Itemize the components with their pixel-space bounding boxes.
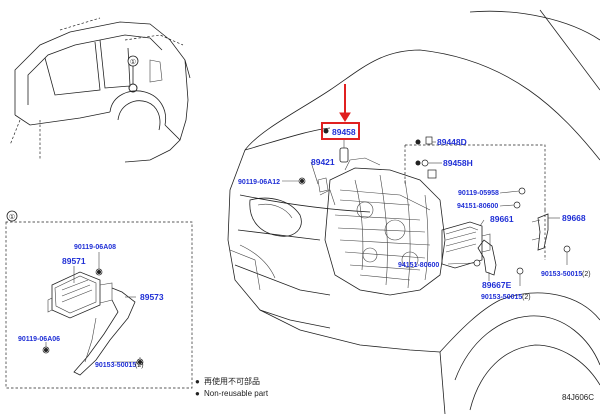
inset-label-90119-06A08[interactable]: 90119-06A08 (74, 244, 116, 251)
non-reusable-dot-89448D (415, 139, 421, 145)
label-89448D[interactable]: 89448D (437, 137, 467, 147)
car-front-body (227, 9, 600, 414)
label-94151-80600-top[interactable]: 94151-80600 (457, 203, 498, 210)
label-89667E[interactable]: 89667E (482, 280, 512, 290)
label-89421[interactable]: 89421 (311, 157, 335, 167)
figure-code: 84J606C (562, 393, 594, 402)
sensor-89458 (339, 147, 349, 163)
label-90153-50015-right[interactable]: 90153-50015 (541, 271, 582, 278)
highlight-box (321, 122, 360, 140)
legend: ● 再使用不可部品 ● Non-reusable part (195, 376, 269, 398)
label-89661[interactable]: 89661 (490, 214, 514, 224)
label-90119-05958[interactable]: 90119-05958 (458, 190, 499, 197)
legend-english: Non-reusable part (204, 389, 269, 398)
bracket-89667E (477, 239, 497, 276)
inset-marker: ① (9, 213, 15, 221)
qty-90153-50015-right: (2) (582, 271, 591, 278)
legend-japanese: 再使用不可部品 (204, 376, 260, 386)
bracket-89668 (537, 213, 549, 251)
ecu-89661 (441, 221, 491, 269)
inset-module-89571 (47, 271, 113, 319)
inset-qty-90153-50015: (2) (135, 362, 144, 369)
vehicle-side-view: ① (9, 17, 191, 163)
engine-assembly (319, 157, 446, 296)
inset-box: ① 90119-06A08 89571 89573 90119-06A06 90… (5, 210, 193, 389)
label-89458[interactable]: 89458 (332, 127, 356, 137)
label-89668[interactable]: 89668 (562, 213, 586, 223)
inset-label-89573[interactable]: 89573 (140, 292, 164, 302)
inset-label-90119-06A06[interactable]: 90119-06A06 (18, 336, 60, 343)
non-reusable-dot-89458H (415, 160, 421, 166)
highlight-arrowhead (339, 112, 351, 122)
inset-label-89571[interactable]: 89571 (62, 256, 86, 266)
legend-bullet-1: ● (195, 377, 200, 386)
nut-89458H (421, 159, 429, 167)
label-89458H[interactable]: 89458H (443, 158, 473, 168)
label-90153-50015-mid[interactable]: 90153-50015 (481, 294, 522, 301)
label-90119-06A12[interactable]: 90119-06A12 (238, 179, 280, 186)
sensor-89421 (317, 177, 329, 193)
inset-label-90153-50015[interactable]: 90153-50015 (95, 362, 136, 369)
bolt-89448D (425, 136, 433, 145)
non-reusable-dot-89458 (323, 128, 329, 134)
vehicle-marker: ① (130, 58, 136, 66)
label-94151-80600-bottom[interactable]: 94151-80600 (398, 262, 439, 269)
legend-bullet-2: ● (195, 389, 200, 398)
qty-90153-50015-mid: (2) (522, 294, 531, 301)
